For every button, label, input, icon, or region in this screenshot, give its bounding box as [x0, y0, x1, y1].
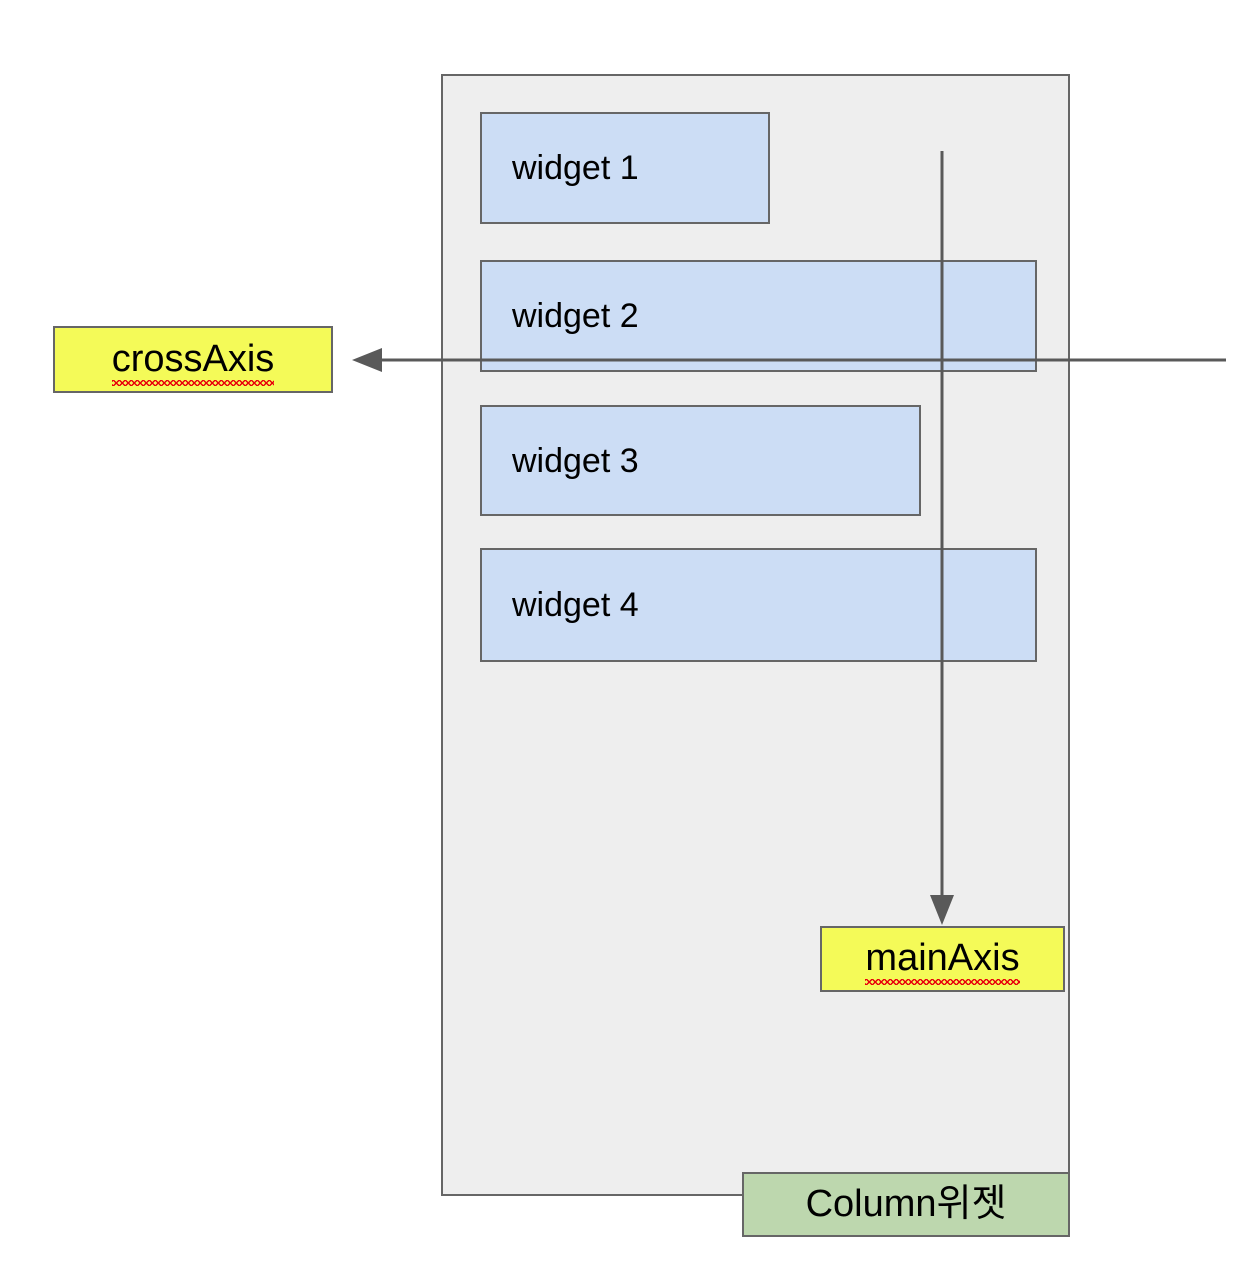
widget-box-2-label: widget 2 [512, 297, 639, 335]
column-widget-label-text: Column위젯 [805, 1182, 1007, 1225]
column-widget-label-chip[interactable]: Column위젯 [742, 1172, 1070, 1237]
widget-box-3[interactable]: widget 3 [480, 405, 921, 516]
main-axis-label-chip[interactable]: mainAxis [820, 926, 1065, 992]
widget-box-2[interactable]: widget 2 [480, 260, 1037, 372]
widget-box-1-label: widget 1 [512, 149, 639, 187]
main-axis-label-text: mainAxis [865, 937, 1020, 985]
cross-axis-label-text: crossAxis [111, 337, 275, 386]
cross-axis-label-chip[interactable]: crossAxis [53, 326, 333, 393]
widget-box-1[interactable]: widget 1 [480, 112, 770, 224]
cross-axis-arrowhead [352, 348, 382, 372]
widget-box-4[interactable]: widget 4 [480, 548, 1037, 662]
widget-box-3-label: widget 3 [512, 441, 639, 480]
widget-box-4-label: widget 4 [512, 586, 639, 624]
